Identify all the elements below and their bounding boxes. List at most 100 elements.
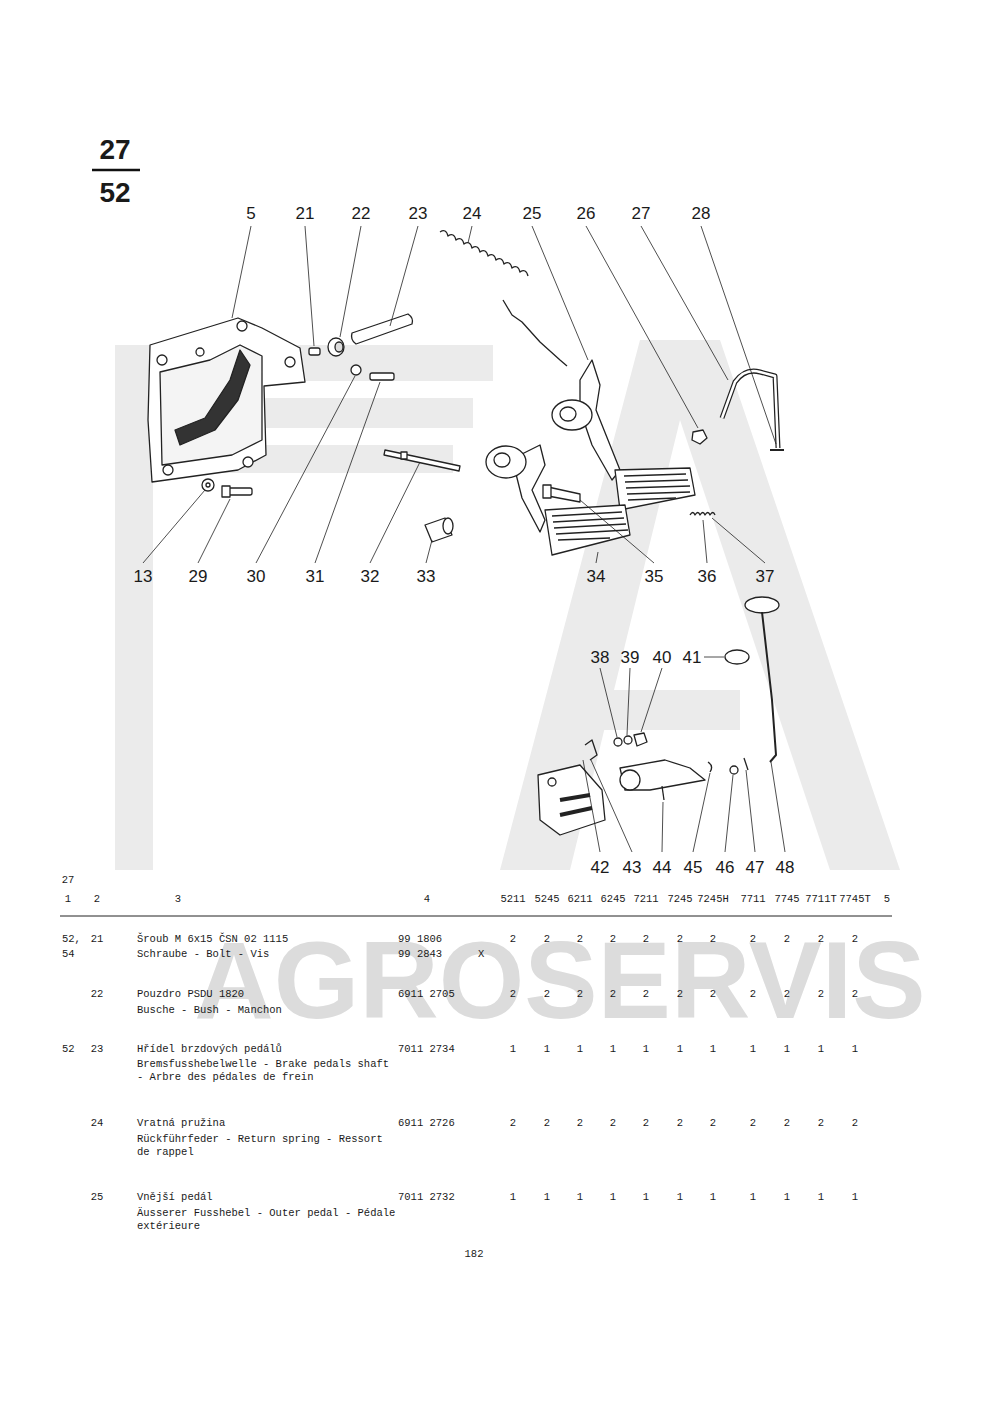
callout-number: 25 <box>523 203 542 224</box>
table-header: 2 <box>94 893 100 906</box>
callout-number: 24 <box>463 203 482 224</box>
quantity-cell: 2 <box>750 933 756 946</box>
callout-number: 28 <box>692 203 711 224</box>
table-header: 1 <box>65 893 71 906</box>
quantity-cell: 2 <box>852 933 858 946</box>
callout-number: 46 <box>716 857 735 878</box>
callout-number: 40 <box>653 647 672 668</box>
quantity-cell: 2 <box>677 933 683 946</box>
part-name: Bremsfusshebelwelle - Brake pedals shaft… <box>137 1058 399 1084</box>
part-name: Schraube - Bolt - Vis <box>137 948 269 961</box>
quantity-cell: 2 <box>750 1117 756 1130</box>
callout-number: 23 <box>409 203 428 224</box>
callout-number: 37 <box>756 566 775 587</box>
quantity-cell: 1 <box>677 1043 683 1056</box>
callout-number: 33 <box>417 566 436 587</box>
table-header: 5 <box>884 893 890 906</box>
parts-drawing <box>148 231 784 835</box>
callout-number: 38 <box>591 647 610 668</box>
table-header: 7245 <box>667 893 692 906</box>
quantity-cell: 2 <box>677 988 683 1001</box>
quantity-cell: 2 <box>818 933 824 946</box>
callout-number: 34 <box>587 566 606 587</box>
quantity-cell: 1 <box>750 1191 756 1204</box>
table-rule <box>60 916 892 917</box>
quantity-cell: 1 <box>818 1191 824 1204</box>
mark-cell: X <box>478 948 484 961</box>
callout-number: 32 <box>361 566 380 587</box>
quantity-cell: 1 <box>544 1191 550 1204</box>
quantity-cell: 1 <box>750 1043 756 1056</box>
callout-number: 35 <box>645 566 664 587</box>
table-header: 4 <box>424 893 430 906</box>
quantity-cell: 2 <box>710 933 716 946</box>
quantity-cell: 2 <box>510 933 516 946</box>
quantity-cell: 2 <box>577 933 583 946</box>
quantity-cell: 1 <box>610 1191 616 1204</box>
quantity-cell: 1 <box>643 1043 649 1056</box>
quantity-cell: 2 <box>852 988 858 1001</box>
fraction-bar <box>92 169 140 172</box>
callout-number: 45 <box>684 857 703 878</box>
quantity-cell: 2 <box>710 988 716 1001</box>
quantity-cell: 2 <box>577 988 583 1001</box>
quantity-cell: 2 <box>818 1117 824 1130</box>
quantity-cell: 2 <box>544 988 550 1001</box>
quantity-cell: 1 <box>818 1043 824 1056</box>
part-name: Pouzdro PSDU 1820 <box>137 988 244 1001</box>
quantity-cell: 2 <box>577 1117 583 1130</box>
quantity-cell: 1 <box>852 1043 858 1056</box>
callout-number: 36 <box>698 566 717 587</box>
quantity-cell: 2 <box>544 933 550 946</box>
callout-number: 27 <box>632 203 651 224</box>
table-header: 7245H <box>697 893 729 906</box>
watermark-logo <box>115 340 900 870</box>
quantity-cell: 1 <box>577 1043 583 1056</box>
callout-number: 29 <box>189 566 208 587</box>
quantity-cell: 1 <box>577 1191 583 1204</box>
quantity-cell: 1 <box>677 1191 683 1204</box>
quantity-cell: 1 <box>610 1043 616 1056</box>
reference-cell: 54 <box>62 948 75 961</box>
table-header: 7711 <box>740 893 765 906</box>
table-header: 6211 <box>567 893 592 906</box>
part-name: Hřídel brzdových pedálů <box>137 1043 282 1056</box>
callout-number: 48 <box>776 857 795 878</box>
quantity-cell: 1 <box>784 1191 790 1204</box>
table-header: 6245 <box>600 893 625 906</box>
callout-number: 30 <box>247 566 266 587</box>
quantity-cell: 2 <box>710 1117 716 1130</box>
position-number: 22 <box>91 988 104 1001</box>
quantity-cell: 1 <box>710 1191 716 1204</box>
table-header: 5245 <box>534 893 559 906</box>
reference-cell: 52 <box>62 1043 75 1056</box>
callout-number: 22 <box>352 203 371 224</box>
group-number: 52 <box>99 175 130 210</box>
quantity-cell: 2 <box>750 988 756 1001</box>
position-number: 25 <box>91 1191 104 1204</box>
part-name: Vnější pedál <box>137 1191 213 1204</box>
table-header: 3 <box>175 893 181 906</box>
part-name: Äusserer Fusshebel - Outer pedal - Pédal… <box>137 1207 399 1233</box>
part-number: 7011 2734 <box>398 1043 455 1056</box>
callout-number: 47 <box>746 857 765 878</box>
quantity-cell: 1 <box>784 1043 790 1056</box>
quantity-cell: 2 <box>784 933 790 946</box>
part-name: Šroub M 6x15 ČSN 02 1115 <box>137 933 288 946</box>
part-number: 99 2843 <box>398 948 442 961</box>
part-name: Busche - Bush - Manchon <box>137 1004 282 1017</box>
quantity-cell: 1 <box>544 1043 550 1056</box>
callout-number: 13 <box>134 566 153 587</box>
watermark: AGROSERVIS <box>194 925 926 1035</box>
table-header: 27 <box>62 874 75 887</box>
table-header: 7745T <box>839 893 871 906</box>
position-number: 24 <box>91 1117 104 1130</box>
table-header: 7745 <box>774 893 799 906</box>
callout-number: 26 <box>577 203 596 224</box>
quantity-cell: 2 <box>818 988 824 1001</box>
table-header: 7711T <box>805 893 837 906</box>
part-number: 7011 2732 <box>398 1191 455 1204</box>
quantity-cell: 2 <box>510 1117 516 1130</box>
quantity-cell: 2 <box>784 1117 790 1130</box>
